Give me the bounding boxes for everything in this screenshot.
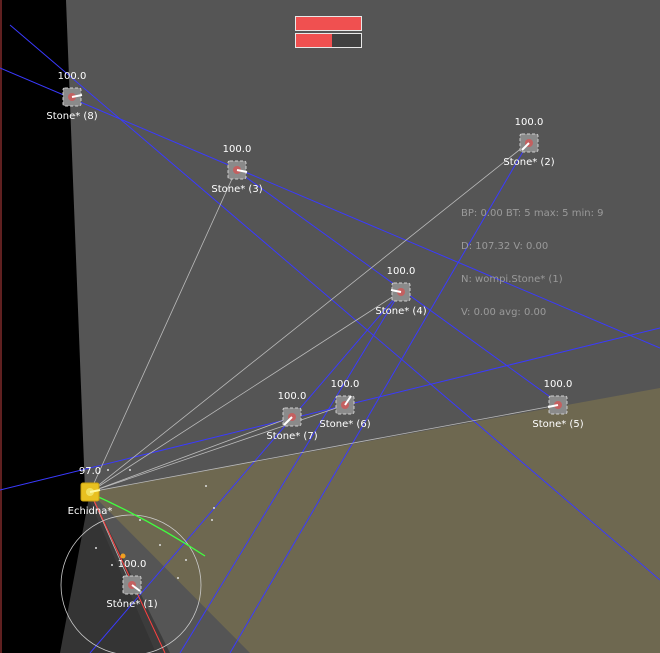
debug-line: N: wompi.Stone* (1) xyxy=(461,274,563,285)
prediction-point xyxy=(139,519,141,521)
robot-name: Echidna* xyxy=(67,506,113,517)
prediction-point xyxy=(95,547,97,549)
prediction-point xyxy=(119,599,121,601)
target-line xyxy=(89,491,166,653)
scan-line xyxy=(0,327,660,491)
robot-tank-icon xyxy=(62,87,83,107)
aim-line xyxy=(89,169,237,493)
hud-bars xyxy=(295,16,364,50)
robot-energy: 100.0 xyxy=(57,71,87,82)
robot-name: Stone* (8) xyxy=(46,111,98,122)
robot-name: Stone* (7) xyxy=(266,431,318,442)
debug-line: V: 0.00 avg: 0.00 xyxy=(461,307,547,318)
robot-tank-icon xyxy=(122,575,142,595)
scan-line xyxy=(179,291,401,653)
prediction-points xyxy=(95,469,215,601)
lower-cone xyxy=(60,492,170,653)
robot-name: Stone* (1) xyxy=(106,599,158,610)
robot-tank-icon xyxy=(519,133,539,153)
prediction-point xyxy=(129,469,131,471)
prediction-point xyxy=(205,485,207,487)
robot-energy: 100.0 xyxy=(117,559,147,570)
hud-bar-fill xyxy=(296,17,361,30)
robot-tank-icon xyxy=(335,395,355,415)
prediction-point xyxy=(159,544,161,546)
aim-line xyxy=(89,291,401,493)
robot-name: Stone* (4) xyxy=(375,306,427,317)
scan-line xyxy=(0,67,660,349)
robot-tank-icon xyxy=(547,395,568,415)
bullet xyxy=(120,553,126,559)
scan-line xyxy=(229,142,529,653)
danger-zone xyxy=(90,388,660,653)
hud-bar-fill xyxy=(296,34,332,47)
robot-tank-icon xyxy=(282,407,302,427)
scan-line xyxy=(89,291,401,653)
radar-circle xyxy=(60,514,202,653)
robot-energy: 100.0 xyxy=(386,266,416,277)
prediction-point xyxy=(111,564,113,566)
robot-tank-icon xyxy=(390,282,411,302)
robot-tank-icon xyxy=(80,482,101,502)
robot-name: Stone* (2) xyxy=(503,157,555,168)
prediction-point xyxy=(185,559,187,561)
prediction-point xyxy=(107,469,109,471)
scan-line xyxy=(9,24,660,581)
robot-tank-icon xyxy=(227,160,248,180)
debug-line: D: 107.32 V: 0.00 xyxy=(461,241,549,252)
predicted-path xyxy=(91,493,206,557)
prediction-point xyxy=(177,577,179,579)
robot-name: Stone* (6) xyxy=(319,419,371,430)
aim-line xyxy=(89,404,559,493)
debug-readout: BP: 0.00 BT: 5 max: 5 min: 9 D: 107.32 V… xyxy=(461,186,604,340)
aim-line xyxy=(89,416,293,493)
robot-energy: 100.0 xyxy=(222,144,252,155)
aim-line xyxy=(89,404,346,493)
robot-energy: 100.0 xyxy=(330,379,360,390)
robot-energy: 97.0 xyxy=(78,466,102,477)
robot-name: Stone* (5) xyxy=(532,419,584,430)
aim-lines xyxy=(89,142,559,586)
robot-energy: 100.0 xyxy=(543,379,573,390)
robot-energy: 100.0 xyxy=(514,117,544,128)
hud-bar-1 xyxy=(295,16,362,31)
debug-line: BP: 0.00 BT: 5 max: 5 min: 9 xyxy=(461,208,604,219)
prediction-point xyxy=(213,507,215,509)
hud-bar-2 xyxy=(295,33,362,48)
robot-name: Stone* (3) xyxy=(211,184,263,195)
aim-line xyxy=(89,142,529,493)
robot-energy: 100.0 xyxy=(277,391,307,402)
prediction-point xyxy=(211,519,213,521)
scan-lines xyxy=(0,24,660,653)
